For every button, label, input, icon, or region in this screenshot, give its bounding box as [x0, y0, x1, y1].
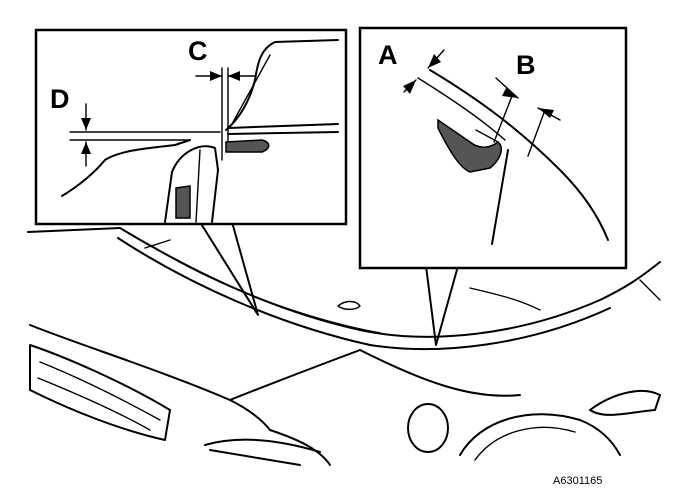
- car-body-outline: [27, 227, 661, 466]
- callout-label-d: D: [50, 84, 70, 114]
- detail-box-left: C D: [34, 28, 348, 226]
- callout-label-a: A: [378, 40, 398, 70]
- figure-reference-code: A6301165: [553, 475, 602, 487]
- callout-label-c: C: [188, 36, 208, 66]
- callout-label-b: B: [516, 50, 536, 80]
- detail-box-right: A B: [358, 26, 628, 270]
- callout-pointers: [199, 221, 459, 346]
